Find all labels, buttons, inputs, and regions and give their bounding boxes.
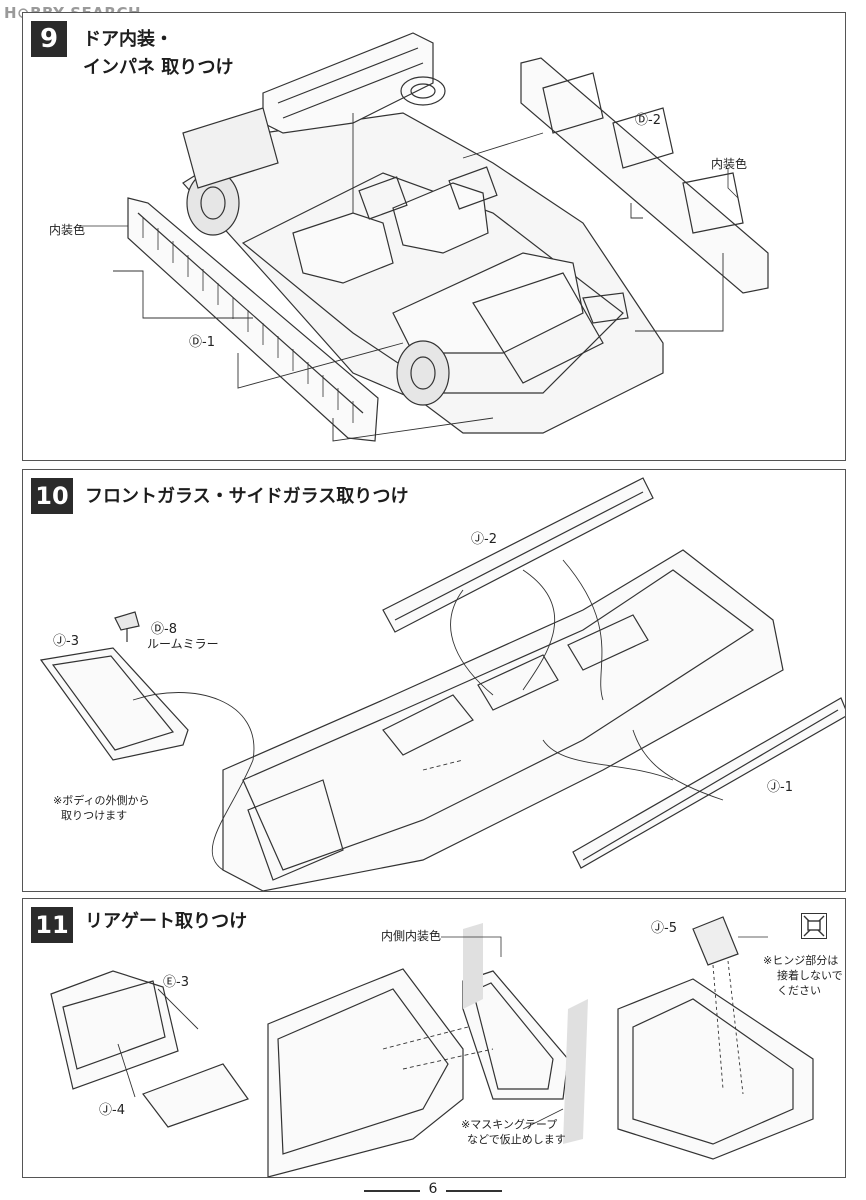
- interior-color-label-left: 内装色: [49, 223, 86, 237]
- glass-installation-illustration: [39, 477, 845, 891]
- step-title: リアゲート取りつけ: [85, 911, 248, 932]
- step-title: フロントガラス・サイドガラス取りつけ: [85, 486, 409, 507]
- interior-assembly-illustration: [81, 32, 769, 442]
- room-mirror-label: ルームミラー: [147, 637, 219, 651]
- step-10-panel: 10 フロントガラス・サイドガラス取りつけ: [22, 469, 846, 892]
- hinge-note-line1: ※ヒンジ部分は: [763, 954, 839, 967]
- no-glue-icon: [801, 913, 827, 939]
- part-j2-label: Ⓙ-2: [471, 532, 497, 547]
- part-d2-label: Ⓓ-2: [635, 113, 661, 128]
- step-9-panel: 9 ドア内装・ インパネ 取りつけ: [22, 12, 846, 461]
- page-number: 6: [428, 1181, 438, 1197]
- hinge-note-line3: ください: [777, 984, 821, 997]
- step-title-line2: インパネ 取りつけ: [83, 57, 234, 78]
- part-j5-label: Ⓙ-5: [651, 921, 677, 936]
- part-e3-label: Ⓔ-3: [163, 975, 189, 990]
- inner-interior-color-label: 内側内装色: [381, 929, 442, 943]
- step-number: 10: [31, 478, 73, 514]
- part-j3-label: Ⓙ-3: [53, 634, 79, 649]
- rear-gate-illustration: [50, 916, 814, 1177]
- step-title-line1: ドア内装・: [83, 29, 173, 50]
- part-d8-label: Ⓓ-8: [151, 622, 177, 637]
- part-j4-label: Ⓙ-4: [99, 1103, 125, 1118]
- note-line1: ※ボディの外側から: [53, 794, 150, 807]
- interior-color-label-right: 内装色: [711, 157, 748, 171]
- step-number: 11: [31, 907, 73, 943]
- step-number: 9: [31, 21, 67, 57]
- note-line2: 取りつけます: [61, 809, 128, 822]
- masking-note-line1: ※マスキングテープ: [461, 1118, 558, 1131]
- masking-note-line2: などで仮止めします: [467, 1133, 566, 1146]
- hinge-note-line2: 接着しないで: [777, 969, 843, 982]
- page-footer: 6: [0, 1180, 866, 1200]
- footer-rule-right: [446, 1190, 502, 1192]
- part-d1-label: Ⓓ-1: [189, 335, 215, 350]
- footer-rule-left: [364, 1190, 420, 1192]
- part-j1-label: Ⓙ-1: [767, 780, 793, 795]
- step-11-panel: 11 リアゲート取りつけ: [22, 898, 846, 1178]
